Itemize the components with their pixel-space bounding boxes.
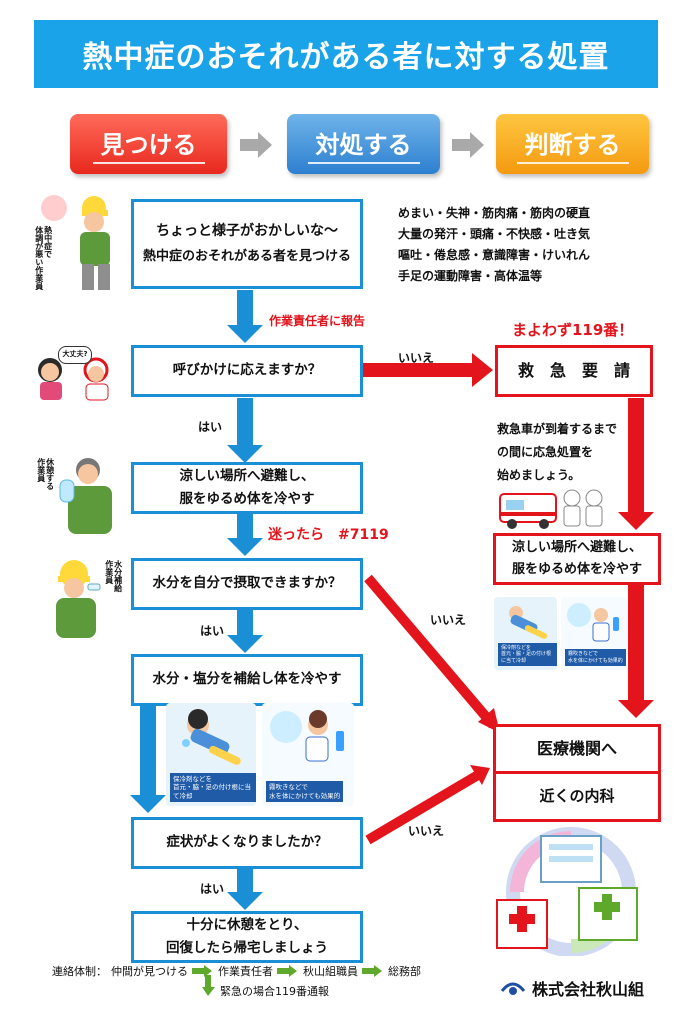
contact-step: 秋山組職員 — [303, 965, 358, 978]
pic-caption: 保冷剤などを首元・脇・足の付け根に当て冷却 — [498, 642, 557, 666]
flow-box-find: ちょっと様子がおかしいな～ 熱中症のおそれがある者を見つける — [131, 199, 363, 289]
green-arrow-icon — [192, 965, 212, 977]
contact-step: 総務部 — [388, 965, 421, 978]
note-line: 始めましょう。 — [497, 467, 581, 482]
cooling-pack-picture: 保冷剤などを首元・脇・足の付け根に当て冷却 — [494, 597, 557, 670]
contact-step: 仲間が見つける — [111, 965, 188, 978]
emergency-cool-box: 涼しい場所へ避難し、 服をゆるめ体を冷やす — [493, 533, 661, 585]
flow-box-respond-question: 呼びかけに応えますか？ — [131, 345, 363, 397]
box3-line2: 服をゆるめ体を冷やす — [179, 491, 315, 507]
green-down-arrow-icon — [202, 975, 215, 996]
symptom-line: 嘔吐・倦怠感・意識障害・けいれん — [398, 248, 591, 262]
box3-line1: 涼しい場所へ避難し、 — [179, 468, 315, 485]
box1-line1: ちょっと様子がおかしいな～ — [156, 223, 338, 240]
flow-box-rest-home: 十分に休憩をとり、 回復したら帰宅しましょう — [131, 911, 363, 963]
medical-institution-box: 医療機関へ 近くの内科 — [493, 724, 661, 822]
pic-caption: 保冷剤などを首元・脇・足の付け根に当て冷却 — [170, 772, 256, 802]
box7-line1: 十分に休憩をとり、 — [186, 917, 308, 934]
patient-icon — [182, 709, 241, 765]
emergency-request-box: 救 急 要 請 — [495, 345, 653, 397]
company-name: 株式会社秋山組 — [532, 980, 645, 999]
pic-caption: 霧吹きなどで水を体にかけても効果的 — [565, 649, 626, 666]
note-line: の間に応急処置を — [497, 444, 594, 459]
flow-box-cool-down: 涼しい場所へ避難し、 服をゆるめ体を冷やす — [131, 462, 363, 514]
contact-label: 連絡体制： — [52, 965, 107, 978]
no-label: いいえ — [408, 824, 445, 838]
symptom-line: めまい・失神・筋肉痛・筋肉の硬直 — [398, 206, 591, 220]
resting-worker-label: 休憩する作業員 — [36, 458, 55, 490]
speech-bubble: 大丈夫? — [58, 346, 92, 364]
resting-worker-illustration — [59, 458, 112, 534]
calling-worker-illustration — [38, 357, 109, 401]
flow-box-improved-question: 症状がよくなりましたか？ — [131, 817, 363, 869]
step-find: 見つける — [70, 114, 227, 174]
cool-line2: 服をゆるめ体を冷やす — [511, 562, 642, 577]
contact-chain: 連絡体制： 仲間が見つける 作業責任者 秋山組職員 総務部 — [52, 963, 421, 979]
sick-worker-illustration — [41, 195, 110, 290]
hotline-label: 迷ったら #7119 — [268, 527, 389, 543]
note-line: 救急車が到着するまで — [497, 422, 618, 436]
hydrating-worker-label: 水分補給作業員 — [104, 560, 123, 592]
hydrating-worker-illustration — [56, 560, 101, 638]
flow-box-rehydrate: 水分・塩分を補給し体を冷やす — [131, 654, 363, 706]
contact-emergency: 緊急の場合119番通報 — [220, 985, 329, 998]
company-mark-icon — [500, 982, 526, 995]
page-title: 熱中症のおそれがある者に対する処置 — [34, 20, 658, 88]
no-label: いいえ — [398, 351, 435, 365]
box7-line2: 回復したら帰宅しましょう — [166, 940, 328, 956]
emergency-note: 救急車が到着するまで の間に応急処置を 始めましょう。 — [497, 418, 637, 486]
ambulance-illustration — [499, 489, 603, 529]
flow-box-hydrate-question: 水分を自分で摂取できますか？ — [131, 558, 363, 610]
step-arrow-icon — [452, 132, 484, 158]
green-arrow-icon — [362, 965, 382, 977]
no-label: いいえ — [430, 613, 467, 627]
medical-line1: 医療機関へ — [496, 727, 658, 774]
step-respond: 対処する — [287, 114, 440, 174]
pic-caption: 霧吹きなどで水を体にかけても効果的 — [266, 781, 344, 802]
contact-step: 作業責任者 — [218, 965, 273, 978]
symptom-list: めまい・失神・筋肉痛・筋肉の硬直 大量の発汗・頭痛・不快感・吐き気 嘔吐・倦怠感… — [398, 203, 638, 287]
medical-line2: 近くの内科 — [539, 787, 615, 806]
symptom-line: 手足の運動障害・高体温等 — [398, 269, 543, 283]
yes-label: はい — [200, 624, 225, 638]
step-judge: 判断する — [496, 114, 649, 174]
company-logo: 株式会社秋山組 — [500, 976, 644, 1000]
step-arrow-icon — [240, 132, 272, 158]
patient-icon — [509, 606, 548, 639]
spray-icon — [567, 603, 619, 642]
symptom-line: 大量の発汗・頭痛・不快感・吐き気 — [398, 227, 591, 241]
report-label: 作業責任者に報告 — [269, 314, 366, 328]
yes-label: はい — [198, 420, 223, 434]
box1-line2: 熱中症のおそれがある者を見つける — [142, 248, 351, 264]
sick-worker-label: 熱中症で体調が悪い作業員 — [34, 226, 53, 290]
green-arrow-icon — [277, 965, 297, 977]
water-spray-picture: 霧吹きなどで水を体にかけても効果的 — [262, 703, 354, 806]
spray-icon — [270, 710, 344, 762]
cooling-pack-picture: 保冷剤などを首元・脇・足の付け根に当て冷却 — [166, 703, 256, 806]
hospital-illustration — [496, 827, 638, 956]
cool-line1: 涼しい場所へ避難し、 — [511, 539, 642, 555]
emergency-headline: まよわず119番！ — [512, 321, 634, 339]
water-spray-picture: 霧吹きなどで水を体にかけても効果的 — [561, 597, 627, 670]
yes-label: はい — [200, 882, 225, 896]
